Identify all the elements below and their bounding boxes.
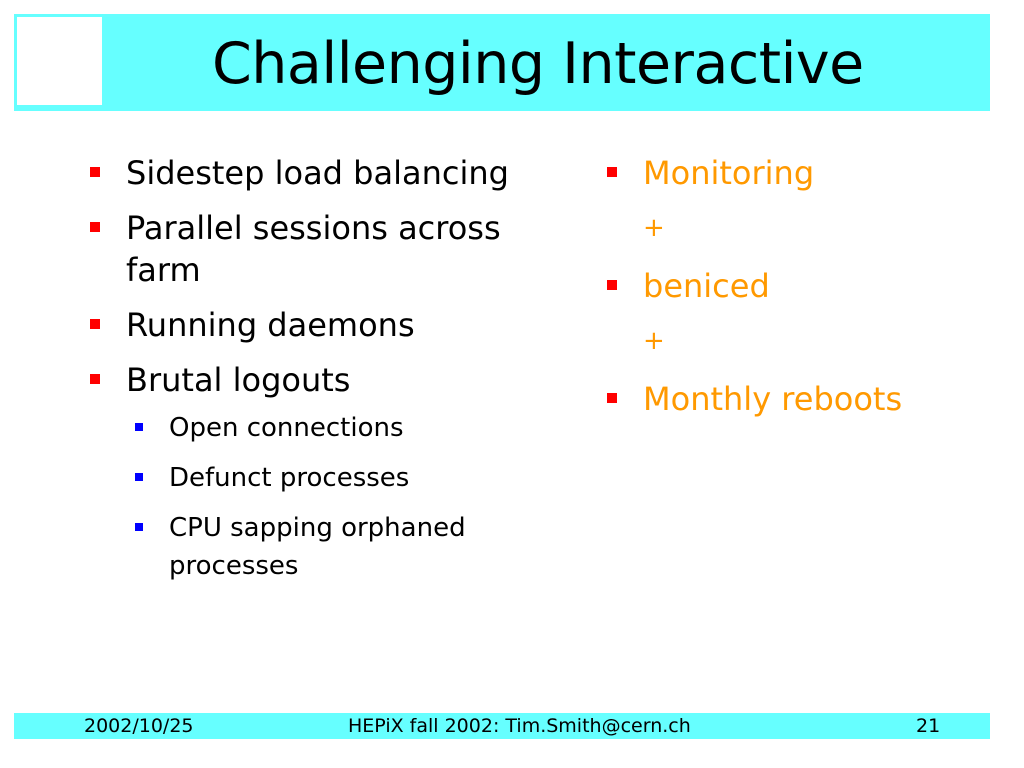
footer-center: HEPiX fall 2002: Tim.Smith@cern.ch xyxy=(348,715,691,737)
left-column: Sidestep load balancing Parallel session… xyxy=(88,152,578,597)
list-item-text: Parallel sessions across farm xyxy=(126,209,501,289)
square-bullet-icon xyxy=(607,167,617,177)
list-item: beniced xyxy=(605,265,1005,307)
square-bullet-icon xyxy=(90,319,100,329)
sub-list-item-text: Defunct processes xyxy=(169,463,410,493)
sub-list-item: CPU sapping orphaned processes xyxy=(135,509,578,585)
list-item: Monitoring xyxy=(605,152,1005,194)
footer-date: 2002/10/25 xyxy=(84,715,194,737)
square-bullet-icon xyxy=(607,393,617,403)
slide-title: Challenging Interactive xyxy=(212,31,864,97)
square-bullet-icon xyxy=(135,523,143,531)
list-item-text: Monitoring xyxy=(643,154,815,192)
list-item-text: Running daemons xyxy=(126,306,415,344)
list-item: Monthly reboots xyxy=(605,378,1005,420)
list-item-text: Sidestep load balancing xyxy=(126,154,509,192)
list-item: Running daemons xyxy=(88,304,578,346)
footer-bar xyxy=(14,713,990,739)
plus-sign: + xyxy=(643,213,665,243)
sub-list-item-text: Open connections xyxy=(169,413,404,443)
right-bullet-list: Monitoring + beniced + Monthly reboots xyxy=(605,152,1005,420)
list-item: Parallel sessions across farm xyxy=(88,207,578,291)
list-item: Sidestep load balancing xyxy=(88,152,578,194)
plus-sign: + xyxy=(643,326,665,356)
title-decor-box xyxy=(14,14,105,108)
square-bullet-icon xyxy=(607,280,617,290)
square-bullet-icon xyxy=(135,423,143,431)
slide-number: 21 xyxy=(916,715,941,737)
list-item-text: beniced xyxy=(643,267,770,305)
right-column: Monitoring + beniced + Monthly reboots xyxy=(605,152,1005,433)
sub-bullet-list: Open connections Defunct processes CPU s… xyxy=(135,409,578,585)
square-bullet-icon xyxy=(135,473,143,481)
list-item-text: Brutal logouts xyxy=(126,361,351,399)
list-item: Brutal logouts xyxy=(88,359,578,401)
sub-list-item: Open connections xyxy=(135,409,578,447)
square-bullet-icon xyxy=(90,167,100,177)
title-bar xyxy=(14,14,990,111)
sub-list-item-text: CPU sapping orphaned processes xyxy=(169,513,466,581)
left-bullet-list: Sidestep load balancing Parallel session… xyxy=(88,152,578,401)
sub-list-item: Defunct processes xyxy=(135,459,578,497)
list-item-text: Monthly reboots xyxy=(643,380,903,418)
square-bullet-icon xyxy=(90,374,100,384)
square-bullet-icon xyxy=(90,222,100,232)
